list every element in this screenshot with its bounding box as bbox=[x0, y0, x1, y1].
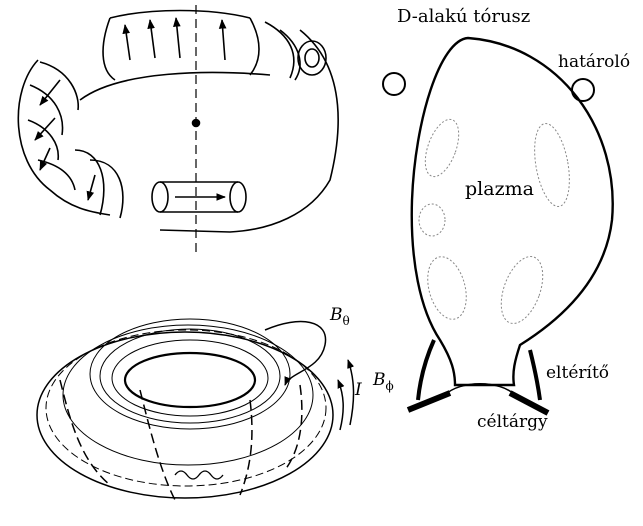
divertor-right-plate bbox=[530, 350, 540, 400]
field-arrow-1 bbox=[125, 25, 130, 60]
tube-start-ellipse bbox=[152, 182, 168, 212]
coil-end-ellipse bbox=[298, 41, 326, 75]
d-torus-label: D-alakú tórusz bbox=[397, 6, 530, 27]
d-shaped-torus-diagram bbox=[383, 38, 613, 413]
coil-band-top-right bbox=[250, 18, 259, 75]
limiter-label: határoló bbox=[558, 52, 630, 72]
field-arrow-2 bbox=[150, 20, 155, 58]
b-theta-arrow bbox=[265, 322, 326, 385]
coil-band-bottom-2 bbox=[90, 160, 123, 218]
plasma-blob-2 bbox=[529, 121, 575, 209]
tube-end-ellipse bbox=[230, 182, 246, 212]
coil-band-bottom-1 bbox=[75, 150, 104, 215]
torus-outer-edge-right bbox=[160, 30, 338, 232]
b-theta-symbol: B bbox=[330, 305, 343, 325]
plasma-label: plazma bbox=[465, 178, 534, 200]
target-plate-right bbox=[510, 393, 548, 413]
limiter-right-circle bbox=[572, 79, 594, 101]
coil-band-top bbox=[103, 18, 115, 80]
b-phi-label: Bϕ bbox=[373, 370, 394, 390]
tokamak-torus-diagram bbox=[37, 319, 354, 500]
field-arrow-3 bbox=[176, 18, 180, 58]
toroidal-coil-diagram bbox=[18, 5, 338, 255]
b-phi-arrow bbox=[348, 360, 354, 425]
field-arrow-7 bbox=[40, 148, 50, 170]
torus-ring-1 bbox=[112, 340, 268, 416]
field-line-dashed-1 bbox=[60, 380, 110, 485]
target-label: céltárgy bbox=[477, 412, 548, 432]
d-torus-vessel-outline bbox=[412, 38, 613, 385]
field-arrow-4 bbox=[222, 20, 225, 60]
coil-end-inner-ellipse bbox=[305, 49, 319, 67]
b-phi-subscript: ϕ bbox=[386, 379, 394, 393]
plasma-blob-4 bbox=[421, 252, 472, 323]
b-theta-subscript: θ bbox=[343, 314, 350, 328]
current-label: I bbox=[355, 380, 362, 400]
current-arrow bbox=[338, 380, 343, 430]
torus-hole-ellipse bbox=[125, 353, 255, 407]
coil-band-left-1 bbox=[40, 62, 78, 110]
torus-top-edge bbox=[110, 11, 250, 19]
torus-ring-2 bbox=[100, 329, 280, 423]
b-phi-symbol: B bbox=[373, 370, 386, 390]
b-theta-label: Bθ bbox=[330, 305, 350, 325]
axis-center-dot bbox=[193, 120, 200, 127]
divertor-label: eltérítő bbox=[546, 363, 609, 383]
coil-band-left-3 bbox=[28, 120, 58, 160]
target-plate-left bbox=[408, 393, 450, 410]
field-arrow-8 bbox=[88, 175, 95, 200]
plasma-blob-1 bbox=[419, 115, 466, 181]
torus-outer-edge-left bbox=[18, 60, 110, 215]
torus-ring-3 bbox=[90, 319, 290, 429]
helical-coil bbox=[175, 471, 223, 479]
coil-band-right-1 bbox=[265, 22, 294, 78]
plasma-blob-5 bbox=[493, 251, 551, 329]
plasma-blob-3 bbox=[419, 204, 445, 236]
divertor-left-plate bbox=[418, 340, 434, 400]
limiter-left-circle bbox=[383, 73, 405, 95]
coil-band-right-2 bbox=[280, 30, 300, 80]
torus-inner-edge bbox=[80, 73, 270, 100]
